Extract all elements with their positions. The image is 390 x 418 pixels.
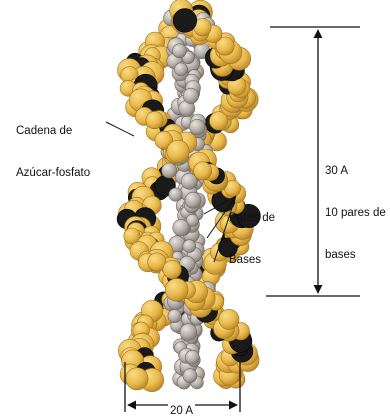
phosphate-atom	[173, 9, 197, 33]
chain-leader-line	[106, 122, 134, 136]
base-pair-atom	[183, 88, 198, 103]
base-pairs-label-line-2: Bases	[229, 253, 275, 267]
width-label: 20 A	[168, 404, 195, 418]
base-pair-atom	[173, 44, 187, 58]
pitch-label: 30 A 10 pares de bases	[325, 136, 386, 290]
sugar-phosphate-atom	[165, 278, 188, 301]
pitch-label-line-1: 30 A	[325, 164, 386, 178]
base-pair-atom	[162, 163, 177, 178]
base-pairs-label-line-1: Pares de	[229, 211, 275, 225]
sugar-phosphate-atom	[219, 309, 239, 329]
sugar-phosphate-atom	[194, 162, 212, 180]
base-pair-atom	[189, 119, 205, 135]
base-pairs-label: Pares de Bases	[229, 183, 275, 295]
sugar-phosphate-atom	[167, 140, 189, 162]
sugar-phosphate-atom	[146, 111, 163, 128]
chain-label-line-1: Cadena de	[16, 124, 90, 138]
base-pair-atom	[185, 350, 199, 364]
sugar-phosphate-chain-label: Cadena de Azúcar-fosfato	[16, 96, 90, 208]
pitch-label-line-3: bases	[325, 248, 386, 262]
sugar-phosphate-atom	[163, 260, 181, 278]
pitch-label-line-2: 10 pares de	[325, 206, 386, 220]
base-pair-atom	[169, 188, 182, 201]
base-pair-atom	[174, 63, 187, 76]
base-pair-atom	[183, 240, 196, 253]
chain-label-line-2: Azúcar-fosfato	[16, 166, 90, 180]
base-pair-atom	[185, 192, 201, 208]
base-pair-atom	[173, 219, 190, 236]
sugar-phosphate-atom	[126, 368, 148, 390]
base-pair-atom	[168, 309, 181, 322]
base-pair-atom	[183, 369, 197, 383]
base-pair-atom	[180, 324, 197, 341]
